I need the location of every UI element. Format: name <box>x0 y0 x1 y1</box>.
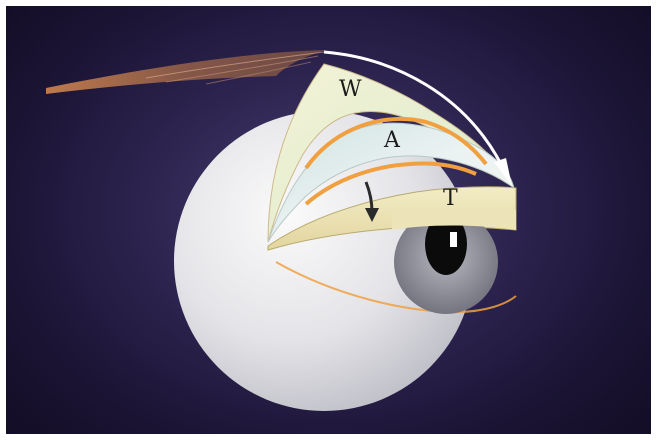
label-t: T <box>443 186 458 211</box>
label-w: W <box>339 77 362 102</box>
diagram-panel: W A T <box>6 6 651 434</box>
eye-diagram: W A T <box>6 6 651 434</box>
label-a: A <box>383 128 401 153</box>
tail-strands <box>46 50 326 94</box>
pupil-highlight <box>450 232 457 247</box>
